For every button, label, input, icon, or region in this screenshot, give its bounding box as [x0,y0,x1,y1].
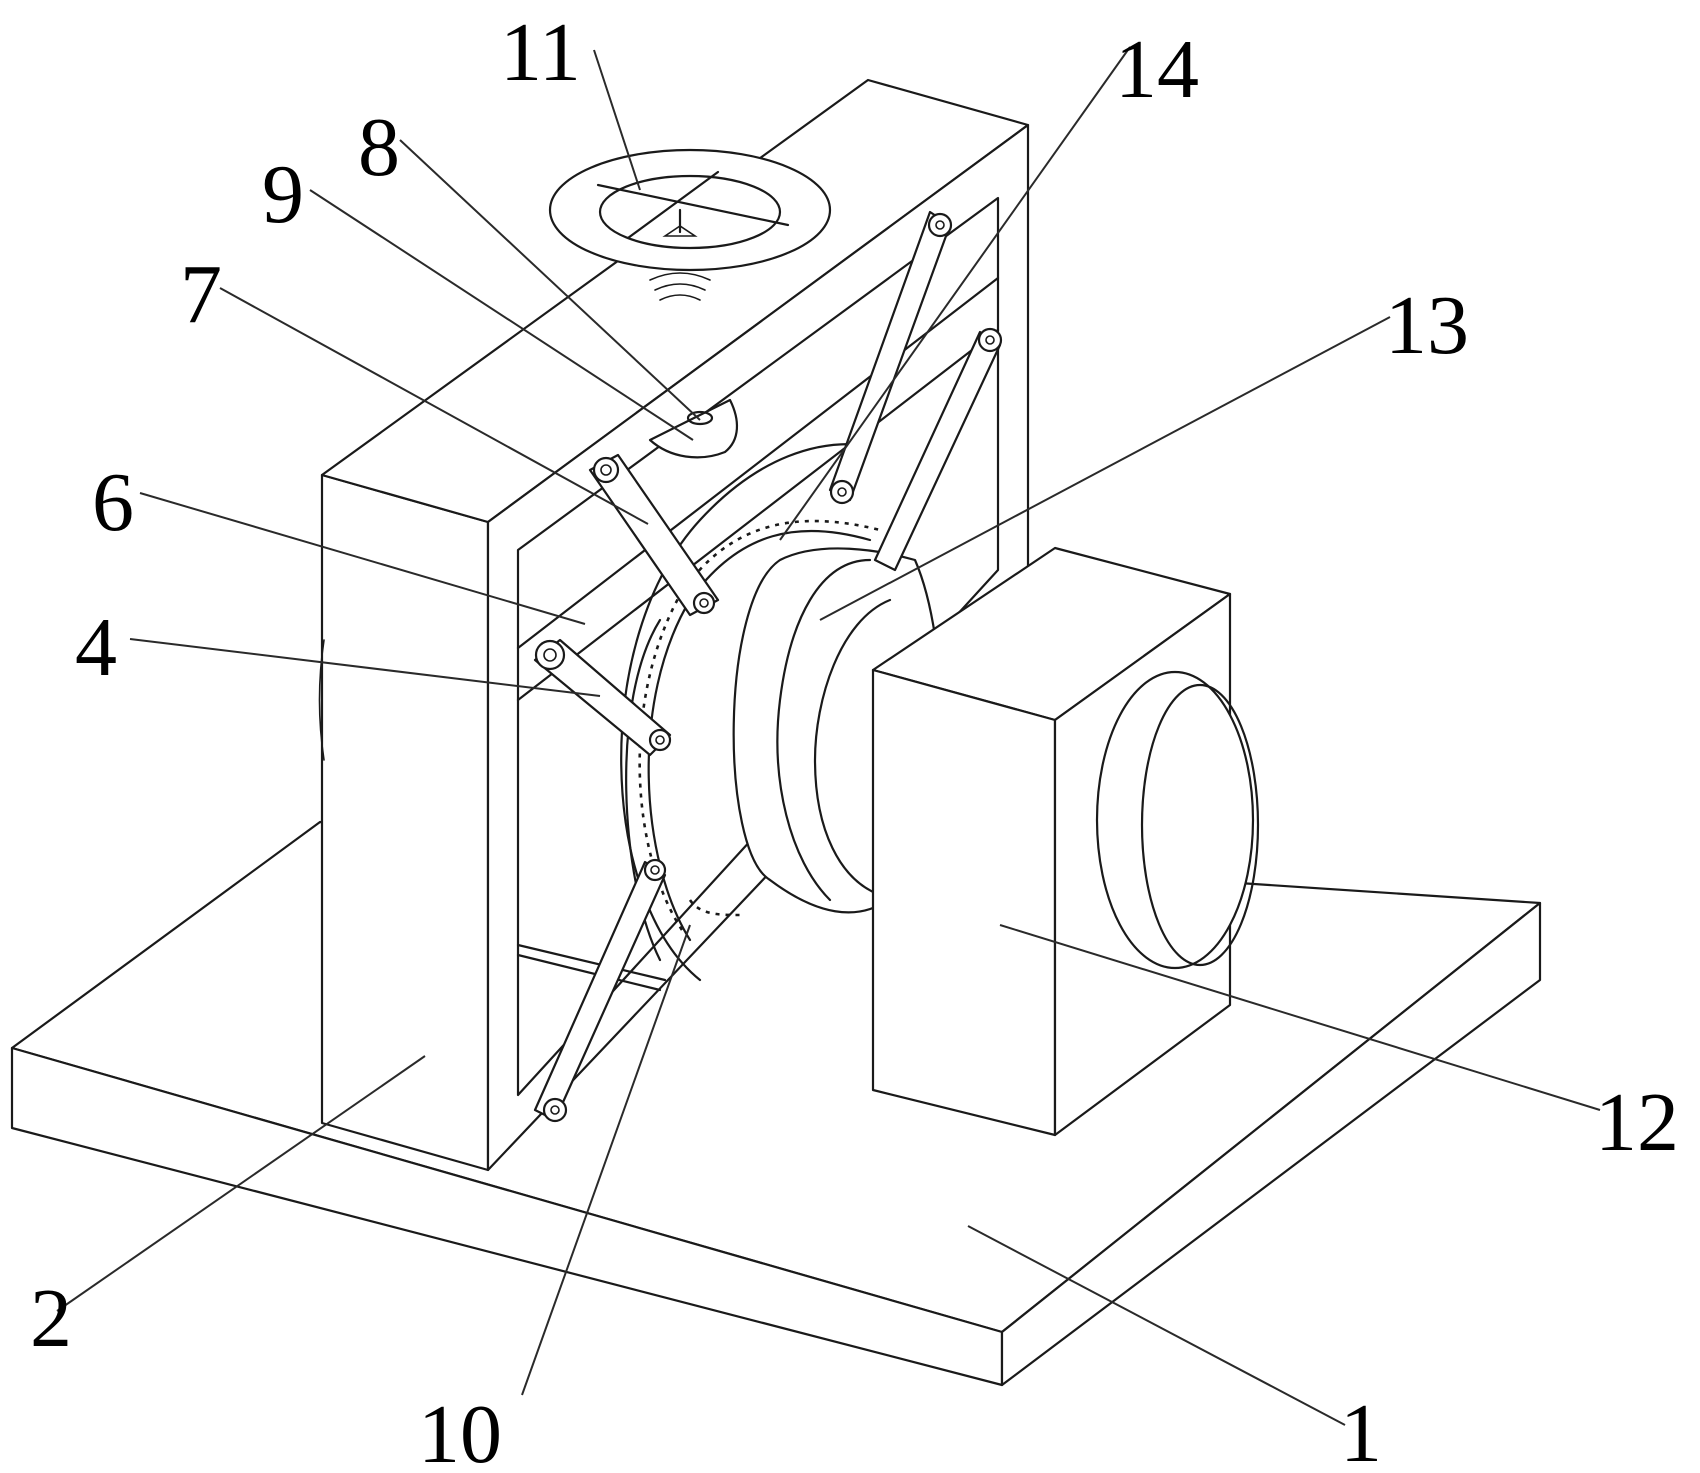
clamp-link [533,638,672,757]
leader-12 [999,924,1601,1111]
leader-4 [129,638,601,697]
base-plate [10,820,1542,1387]
upper-link [588,453,720,617]
callout-labels: 11 8 9 7 6 4 14 13 12 2 10 1 [30,6,1679,1473]
callout-4: 4 [75,601,117,694]
callout-10: 11 [500,6,581,99]
right-link [873,327,1003,572]
leader-10 [593,49,641,191]
callout-1: 1 [1340,1387,1382,1473]
leader-1 [967,1225,1346,1426]
callout-6: 6 [92,456,134,549]
callout-14: 14 [1115,23,1199,116]
callout-12: 12 [1595,1076,1679,1169]
leader-8 [399,139,701,421]
leader-9 [309,189,694,441]
leader-14 [779,46,1131,541]
lower-link [533,858,667,1123]
support-column [318,78,1030,1172]
leader-2 [56,1055,426,1312]
callout-8: 8 [358,101,400,194]
callout-13: 13 [1385,279,1469,372]
leader-7 [219,287,649,525]
leader-6 [139,492,586,625]
leader-11 [521,924,691,1396]
gear-ring [638,519,881,942]
callout-2: 2 [30,1272,72,1365]
callout-7: 7 [180,248,222,341]
motor-housing [871,546,1260,1137]
leader-lines [56,46,1601,1426]
callout-9: 9 [262,148,304,241]
callout-11: 10 [418,1388,502,1473]
lift-block [648,398,738,459]
handwheel [548,148,832,301]
leader-13 [819,316,1391,621]
